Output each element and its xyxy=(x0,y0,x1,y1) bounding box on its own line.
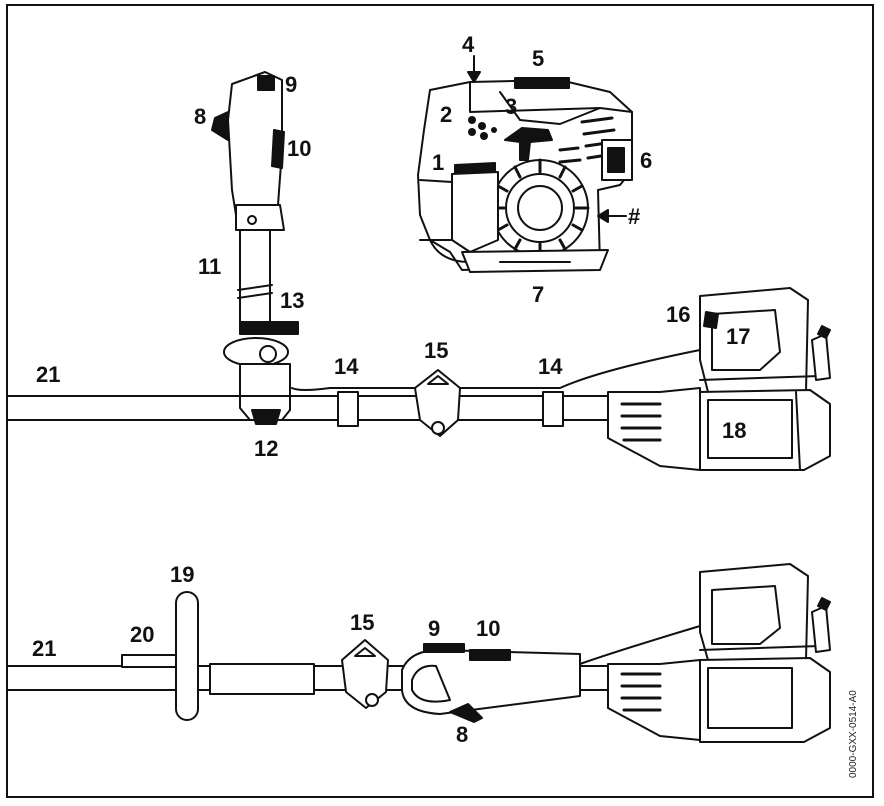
callout-15b: 15 xyxy=(350,610,375,635)
callout-2: 2 xyxy=(440,102,453,127)
callout-16: 16 xyxy=(666,302,691,327)
bottom-trimmer xyxy=(7,563,831,743)
callout-1: 1 xyxy=(432,150,445,175)
callout-18: 18 xyxy=(722,418,747,443)
callout-14b: 14 xyxy=(538,354,563,379)
callout-20: 20 xyxy=(130,622,155,647)
callout-21b: 21 xyxy=(32,636,57,661)
callout-10b: 10 xyxy=(476,616,501,641)
callout-3: 3 xyxy=(505,94,518,119)
callout-7: 7 xyxy=(532,282,545,307)
callout-17: 17 xyxy=(726,324,751,349)
callout-21a: 21 xyxy=(36,362,61,387)
callout-6: 6 xyxy=(640,148,653,173)
callout-9b: 9 xyxy=(428,616,441,641)
callout-15a: 15 xyxy=(424,338,449,363)
callout-19: 19 xyxy=(170,562,195,587)
callout-8b: 8 xyxy=(456,722,469,747)
callout-8: 8 xyxy=(194,104,207,129)
callout-12: 12 xyxy=(254,436,279,461)
callout-9: 9 xyxy=(285,72,298,97)
callout-13: 13 xyxy=(280,288,305,313)
callout-4: 4 xyxy=(462,32,475,57)
figure-code: 0000-GXX-0514-A0 xyxy=(848,690,859,778)
callout-10: 10 xyxy=(287,136,312,161)
callout-5: 5 xyxy=(532,46,545,71)
top-shaft xyxy=(7,349,701,437)
handle-detail xyxy=(211,71,299,425)
callout-14a: 14 xyxy=(334,354,359,379)
callout-11: 11 xyxy=(198,254,222,279)
engine-detail xyxy=(417,55,633,273)
callout-hash: # xyxy=(628,204,641,229)
top-engine xyxy=(607,287,831,471)
